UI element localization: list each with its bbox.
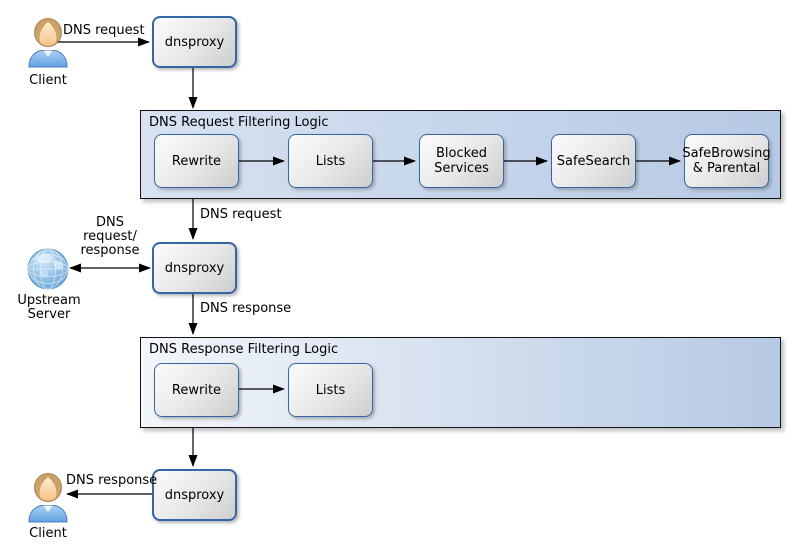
response-filter-title: DNS Response Filtering Logic (149, 342, 339, 357)
upstream-label-line1: Upstream (17, 293, 81, 308)
upstream-label-line2: Server (27, 307, 71, 322)
step-safebrowsing-parental: SafeBrowsing & Parental (682, 134, 771, 188)
edge-label-upstream-line3: response (80, 243, 140, 258)
edge-label-dns-request-mid: DNS request (200, 207, 282, 222)
step-lists: Lists (288, 134, 373, 188)
edge-label-upstream: DNS request/ response (75, 216, 145, 258)
dnsproxy-top-node: dnsproxy (152, 16, 237, 68)
request-filter-title: DNS Request Filtering Logic (149, 115, 329, 130)
edge-label-dns-response-mid: DNS response (200, 301, 292, 316)
request-filter-container: DNS Request Filtering Logic Rewrite List… (140, 110, 781, 199)
step-rewrite: Rewrite (154, 134, 239, 188)
client-person-icon (28, 18, 68, 68)
client-top-label: Client (29, 73, 67, 88)
globe-icon (27, 248, 69, 290)
client-bottom-label: Client (29, 526, 67, 541)
upstream-server-label: Upstream Server (16, 294, 82, 322)
dnsproxy-bottom-node: dnsproxy (152, 469, 237, 521)
step-safesearch: SafeSearch (551, 134, 636, 188)
dnsproxy-mid-node: dnsproxy (152, 242, 237, 294)
client-bottom (26, 467, 70, 527)
client-top (26, 12, 70, 72)
client-person-icon (28, 473, 68, 523)
step-blocked-services: Blocked Services (419, 134, 504, 188)
edge-label-upstream-line2: request/ (83, 229, 137, 244)
step-rewrite-response: Rewrite (154, 363, 239, 417)
edge-label-upstream-line1: DNS (96, 215, 124, 230)
step-lists-response: Lists (288, 363, 373, 417)
upstream-server (26, 247, 70, 295)
edge-label-dns-request-top: DNS request (63, 23, 145, 38)
response-filter-container: DNS Response Filtering Logic Rewrite Lis… (140, 337, 781, 428)
edge-label-dns-response-bottom: DNS response (66, 473, 158, 488)
